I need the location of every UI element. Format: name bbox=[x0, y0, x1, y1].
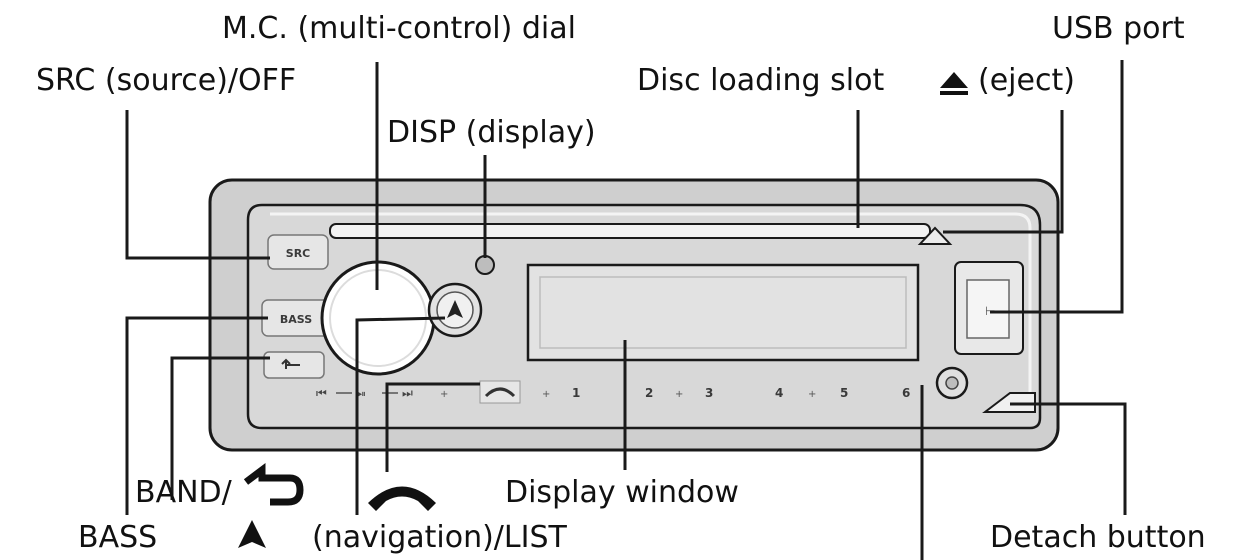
leader-bass bbox=[125, 316, 268, 515]
bass-button-label: BASS bbox=[280, 313, 312, 326]
callout-mc-dial: M.C. (multi-control) dial bbox=[222, 11, 576, 46]
faceplate-trim bbox=[270, 212, 1032, 410]
transport-controls: ⏮ ⏯ ⏭ + + 1 2 + 3 4 + 5 6 bbox=[316, 380, 910, 404]
callout-disc-slot: Disc loading slot bbox=[637, 63, 885, 98]
navigation-arrow-icon bbox=[447, 300, 463, 318]
preset-6-button[interactable]: 6 bbox=[902, 386, 910, 400]
leader-phone bbox=[385, 382, 480, 472]
leader-src bbox=[125, 110, 270, 260]
strip-dot-4: + bbox=[808, 389, 816, 400]
preset-2-button[interactable]: 2 bbox=[645, 386, 653, 400]
eject-button[interactable] bbox=[917, 226, 953, 245]
leader-detach bbox=[1010, 402, 1127, 515]
phone-button[interactable] bbox=[479, 380, 521, 404]
back-arrow-icon bbox=[243, 463, 304, 506]
prev-track-icon[interactable]: ⏮ bbox=[316, 386, 327, 400]
back-arrow-icon bbox=[281, 358, 300, 369]
display-window-inner bbox=[539, 276, 907, 349]
preset-1-button[interactable]: 1 bbox=[572, 386, 580, 400]
band-back-button[interactable] bbox=[263, 351, 325, 379]
disp-button[interactable] bbox=[475, 255, 495, 275]
strip-dot-2: + bbox=[542, 389, 550, 400]
strip-dot-3: + bbox=[675, 389, 683, 400]
preset-4-button[interactable]: 4 bbox=[775, 386, 783, 400]
disc-loading-slot[interactable] bbox=[329, 223, 931, 239]
leader-lines bbox=[125, 60, 1127, 560]
callout-usb-port: USB port bbox=[1052, 11, 1185, 46]
play-pause-icon[interactable]: ⏯ bbox=[358, 389, 366, 400]
next-track-icon[interactable]: ⏭ bbox=[402, 386, 413, 400]
callout-display-window: Display window bbox=[505, 475, 739, 510]
phone-icon bbox=[368, 486, 436, 511]
strip-dot: + bbox=[440, 389, 448, 400]
callout-navigation: (navigation)/LIST bbox=[312, 520, 567, 555]
src-button-label: SRC bbox=[286, 247, 310, 260]
callout-bass: BASS bbox=[78, 520, 158, 555]
usb-port[interactable] bbox=[966, 279, 1010, 339]
leader-usb bbox=[990, 60, 1124, 314]
callout-band: BAND/ bbox=[135, 475, 232, 510]
aux-input-jack-inner bbox=[945, 376, 959, 390]
leader-navigation bbox=[355, 316, 446, 515]
eject-icon bbox=[940, 72, 968, 95]
preset-3-button[interactable]: 3 bbox=[705, 386, 713, 400]
callout-src-off: SRC (source)/OFF bbox=[36, 63, 297, 98]
preset-5-button[interactable]: 5 bbox=[840, 386, 848, 400]
callout-detach: Detach button bbox=[990, 520, 1206, 555]
src-button[interactable] bbox=[267, 234, 329, 270]
display-window bbox=[526, 263, 920, 362]
callout-disp: DISP (display) bbox=[387, 115, 596, 150]
callout-eject: (eject) bbox=[978, 63, 1075, 98]
leader-band bbox=[170, 356, 270, 500]
leader-eject bbox=[943, 110, 1064, 234]
navigation-arrow-icon bbox=[238, 520, 266, 548]
